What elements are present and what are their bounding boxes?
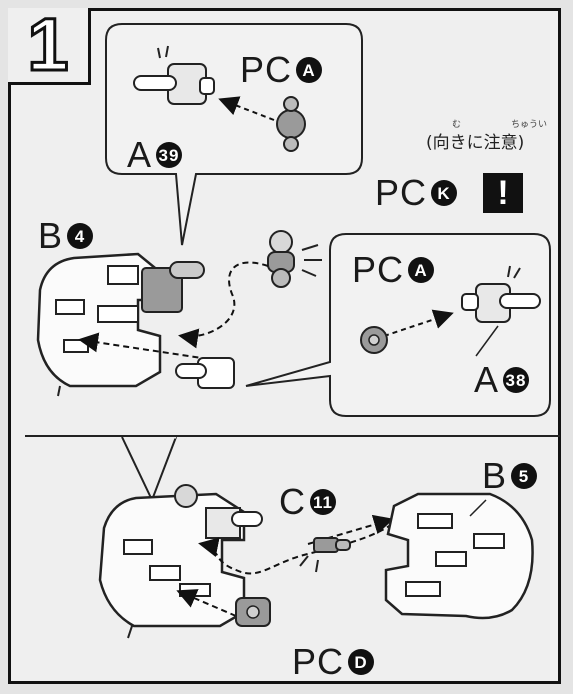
part-pc-k-drawing bbox=[267, 230, 322, 288]
warning-icon: ! bbox=[483, 173, 523, 213]
label-b4-letter: B bbox=[38, 215, 64, 256]
label-b5: B 5 bbox=[482, 455, 538, 496]
label-c11-letter: C bbox=[279, 481, 306, 522]
section-divider bbox=[25, 435, 560, 437]
label-pc-d-text: PC bbox=[292, 641, 345, 682]
label-pc-k-text: PC bbox=[375, 172, 428, 213]
label-pc-d: PC D bbox=[292, 641, 375, 682]
note-ruby-mu: む bbox=[452, 120, 462, 130]
badge-k: K bbox=[431, 180, 458, 206]
label-a39-letter: A bbox=[127, 134, 153, 175]
body-b4-drawing bbox=[36, 252, 205, 397]
label-pc-a-right-text: PC bbox=[352, 249, 405, 290]
label-pc-a-right: PC A bbox=[352, 249, 435, 290]
badge-38: 38 bbox=[503, 367, 530, 393]
body-b5-drawing bbox=[384, 492, 534, 620]
part-c11-drawing bbox=[299, 537, 351, 573]
part-a38-loose-drawing bbox=[175, 357, 235, 389]
orientation-note: (向きに注意) bbox=[426, 133, 525, 153]
label-a38-letter: A bbox=[474, 359, 500, 400]
part-a39-drawing bbox=[133, 45, 215, 105]
badge-4: 4 bbox=[67, 223, 94, 249]
badge-a-right: A bbox=[408, 257, 435, 283]
step-number-box: 1 bbox=[8, 3, 91, 86]
badge-39: 39 bbox=[156, 142, 183, 168]
label-b5-letter: B bbox=[482, 455, 508, 496]
label-a39: A 39 bbox=[127, 134, 183, 175]
badge-a-top: A bbox=[296, 57, 323, 83]
badge-11: 11 bbox=[310, 489, 336, 515]
note-ruby-chui: ちゅうい bbox=[511, 120, 548, 130]
badge-5: 5 bbox=[511, 463, 538, 489]
label-a38: A 38 bbox=[474, 359, 530, 400]
part-pc-d-drawing bbox=[235, 597, 271, 627]
label-b4: B 4 bbox=[38, 215, 94, 256]
label-pc-k: PC K bbox=[375, 172, 458, 213]
part-pc-a-top-drawing bbox=[276, 96, 306, 152]
bottom-assembly-left bbox=[98, 484, 263, 639]
label-c11: C 11 bbox=[279, 484, 336, 520]
part-pc-a-right-drawing bbox=[360, 326, 388, 354]
callout-right bbox=[245, 233, 551, 417]
badge-d: D bbox=[348, 649, 375, 675]
callout-top bbox=[105, 23, 363, 246]
label-pc-a-top-text: PC bbox=[240, 49, 293, 90]
part-a38-drawing bbox=[461, 265, 541, 357]
step-number: 1 bbox=[26, 3, 70, 86]
label-pc-a-top: PC A bbox=[240, 49, 323, 90]
